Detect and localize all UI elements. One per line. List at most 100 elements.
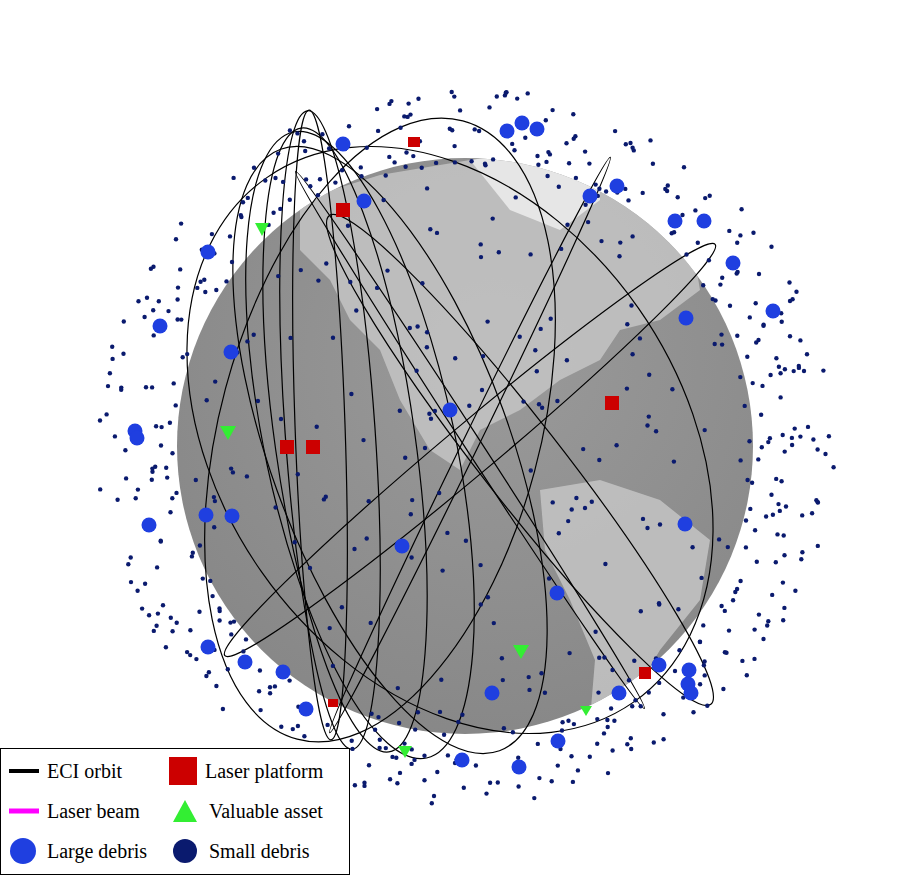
small-debris-dot <box>415 324 419 328</box>
small-debris-dot <box>408 112 412 116</box>
small-debris-dot <box>397 721 401 725</box>
small-debris-dot <box>748 507 752 511</box>
small-debris-dot <box>629 747 633 751</box>
small-debris-dot <box>618 240 622 244</box>
small-debris-dot <box>229 632 233 636</box>
large-debris-dot <box>583 189 598 204</box>
small-debris-dot <box>104 412 108 416</box>
small-debris-dot <box>176 285 180 289</box>
small-debris-dot <box>409 762 413 766</box>
small-debris-dot <box>201 576 205 580</box>
small-debris-dot <box>241 649 245 653</box>
small-debris-dot <box>788 299 792 303</box>
small-debris-dot <box>617 254 621 258</box>
small-debris-dot <box>278 207 282 211</box>
small-debris-dot <box>245 339 249 343</box>
legend-sample <box>7 756 39 786</box>
small-debris-dot <box>586 220 590 224</box>
large-debris-dot <box>684 686 699 701</box>
small-debris-dot <box>599 239 603 243</box>
small-debris-dot <box>416 97 420 101</box>
small-debris-dot <box>502 726 506 730</box>
small-debris-dot <box>228 620 232 624</box>
small-debris-dot <box>790 443 794 447</box>
large-debris-dot <box>652 658 667 673</box>
small-debris-dot <box>331 664 335 668</box>
legend-entry: Laser platform <box>169 751 323 791</box>
small-debris-dot <box>198 543 202 547</box>
small-debris-dot <box>425 330 429 334</box>
small-debris-dot <box>204 674 208 678</box>
small-debris-dot <box>276 274 280 278</box>
small-debris-dot <box>778 509 782 513</box>
small-debris-dot <box>195 286 199 290</box>
small-debris-dot <box>753 528 757 532</box>
small-debris-dot <box>593 630 597 634</box>
small-debris-dot <box>625 322 629 326</box>
small-debris-dot <box>273 684 277 688</box>
small-debris-dot <box>414 369 418 373</box>
small-debris-dot <box>214 684 218 688</box>
small-debris-dot <box>761 637 765 641</box>
small-debris-dot <box>719 332 723 336</box>
small-debris-dot <box>504 91 508 95</box>
small-debris-dot <box>663 187 667 191</box>
small-debris-dot <box>376 129 380 133</box>
small-debris-dot <box>174 491 178 495</box>
small-debris-dot <box>774 356 778 360</box>
small-debris-dot <box>217 618 221 622</box>
legend-entry: ECI orbit <box>7 751 122 791</box>
small-debris-dot <box>723 609 727 613</box>
small-debris-dot <box>392 160 396 164</box>
small-debris-dot <box>485 319 489 323</box>
small-debris-dot <box>784 504 788 508</box>
small-debris-dot <box>129 555 133 559</box>
small-debris-dot <box>529 468 533 472</box>
small-debris-dot <box>521 399 525 403</box>
small-debris-dot <box>245 474 249 478</box>
small-debris-dot <box>159 539 163 543</box>
small-debris-dot <box>625 742 629 746</box>
small-debris-dot <box>168 421 172 425</box>
small-debris-dot <box>701 283 705 287</box>
small-debris-dot <box>661 737 665 741</box>
small-debris-dot <box>185 352 189 356</box>
small-debris-dot <box>422 778 426 782</box>
small-debris-dot <box>340 605 344 609</box>
small-debris-dot <box>325 723 329 727</box>
small-debris-dot <box>670 387 674 391</box>
small-debris-dot <box>445 531 449 535</box>
small-debris-dot <box>549 317 553 321</box>
small-debris-dot <box>487 105 491 109</box>
land-masses <box>300 150 710 730</box>
small-debris-dot <box>315 425 319 429</box>
small-debris-dot <box>359 174 363 178</box>
small-debris-dot <box>384 173 388 177</box>
small-debris-dot <box>194 657 198 661</box>
small-debris-dot <box>572 722 576 726</box>
small-debris-dot <box>797 364 801 368</box>
small-debris-dot <box>574 496 578 500</box>
small-debris-dot <box>727 628 731 632</box>
small-debris-dot <box>492 621 496 625</box>
small-debris-dot <box>328 626 332 630</box>
small-debris-dot <box>221 707 225 711</box>
small-debris-dot <box>539 327 543 331</box>
small-debris-dot <box>175 297 179 301</box>
small-debris-dot <box>771 513 775 517</box>
small-debris-dot <box>369 712 373 716</box>
small-debris-dot <box>750 481 754 485</box>
small-debris-dot <box>458 108 462 112</box>
small-debris-dot <box>181 355 185 359</box>
small-debris-dot <box>721 687 725 691</box>
small-debris-dot <box>404 150 408 154</box>
small-debris-dot <box>500 656 504 660</box>
small-debris-dot <box>411 154 415 158</box>
small-debris-dot <box>602 731 606 735</box>
small-debris-dot <box>429 417 433 421</box>
small-debris-dot <box>435 770 439 774</box>
small-debris-dot <box>231 470 235 474</box>
small-debris-dot <box>450 128 454 132</box>
small-debris-dot <box>657 601 661 605</box>
large-debris-dot <box>612 686 627 701</box>
